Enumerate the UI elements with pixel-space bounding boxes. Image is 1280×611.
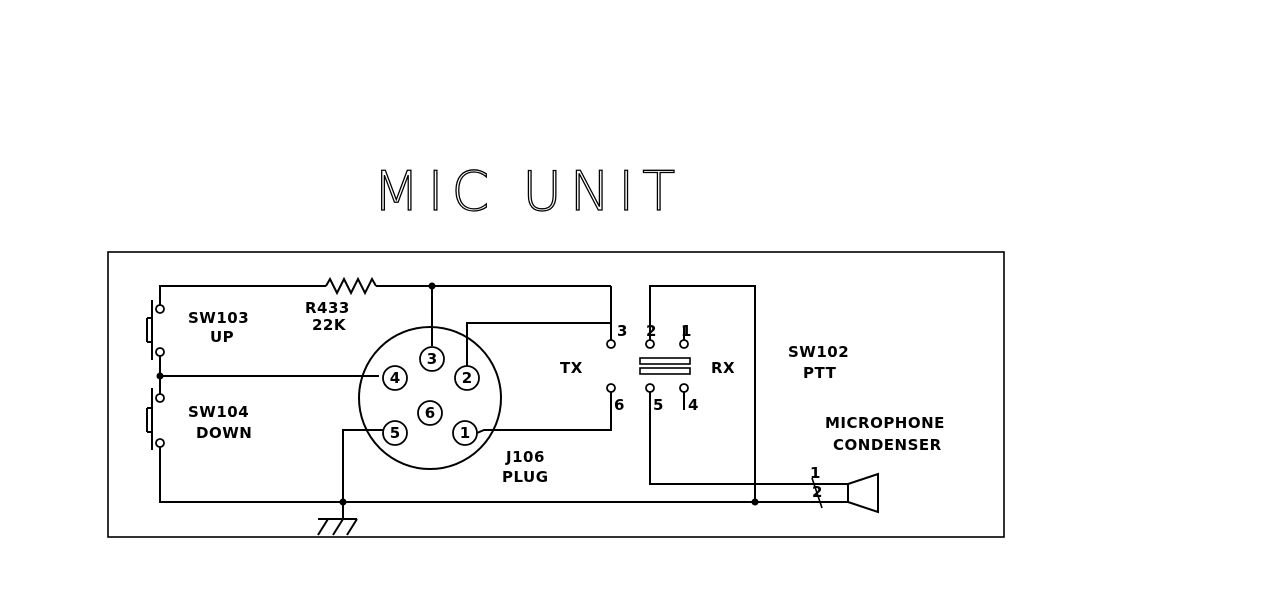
- sw103-function-label: UP: [210, 328, 234, 346]
- svg-text:2: 2: [462, 369, 472, 387]
- diagram-title: MIC UNIT: [373, 160, 683, 223]
- r433-value-label: 22K: [312, 316, 347, 334]
- mic-terminal-label-1: 1: [810, 464, 821, 482]
- connector-pin-1: 1: [452, 420, 478, 446]
- ptt-terminal-label-2: 2: [646, 322, 657, 340]
- ptt-terminal-label-3: 3: [617, 322, 628, 340]
- svg-text:5: 5: [390, 424, 400, 442]
- sw103-ref-label: SW103: [188, 309, 249, 327]
- connector-pin-3: 3: [419, 346, 445, 372]
- ptt-switch-sw102: [606, 285, 818, 502]
- ptt-terminal-6: [606, 383, 616, 393]
- svg-text:4: 4: [390, 369, 400, 387]
- svg-text:1: 1: [460, 424, 470, 442]
- connector-pin-2: 2: [454, 365, 480, 391]
- chassis-ground-icon: [317, 502, 358, 536]
- sw104-ref-label: SW104: [188, 403, 249, 421]
- wire-up-switch-to-resistor: [159, 285, 326, 305]
- sw102-ref-label: SW102: [788, 343, 849, 361]
- ptt-terminal-5: [645, 383, 655, 393]
- connector-pin-5: 5: [382, 420, 408, 446]
- wire-pin-2-to-ptt: [466, 322, 611, 366]
- wire-pin-5-to-ground: [342, 429, 383, 502]
- sw102-function-label: PTT: [803, 364, 837, 382]
- sw103-switch: [146, 300, 165, 360]
- tx-label: TX: [560, 359, 583, 377]
- connector-j106: 3 2 4 6 5 1: [358, 326, 502, 470]
- board-outline: [107, 251, 1005, 538]
- ptt-terminal-2: [645, 339, 655, 349]
- svg-text:3: 3: [427, 350, 437, 368]
- wire-pin-1-to-ptt: [476, 407, 612, 434]
- svg-text:6: 6: [425, 404, 435, 422]
- resistor-r433: [325, 276, 377, 296]
- ptt-terminal-label-5: 5: [653, 396, 664, 414]
- ptt-terminal-3: [606, 339, 616, 349]
- j106-type-label: PLUG: [502, 468, 549, 486]
- sw104-switch: [146, 388, 165, 450]
- ptt-terminal-label-6: 6: [614, 396, 625, 414]
- ptt-terminal-1: [679, 339, 689, 349]
- mic-terminal-label-2: 2: [812, 483, 823, 501]
- rx-label: RX: [711, 359, 735, 377]
- r433-ref-label: R433: [305, 299, 350, 317]
- ptt-terminal-label-1: 1: [681, 322, 692, 340]
- microphone-icon: [755, 472, 879, 514]
- ptt-terminal-label-4: 4: [688, 396, 699, 414]
- ptt-terminal-4: [679, 383, 689, 393]
- microphone-label: MICROPHONE: [825, 414, 945, 432]
- sw104-function-label: DOWN: [196, 424, 252, 442]
- connector-pin-6: 6: [417, 400, 443, 426]
- wire-ground-bus: [159, 447, 752, 503]
- j106-ref-label: J106: [505, 448, 545, 466]
- connector-pin-4: 4: [382, 365, 408, 391]
- condenser-label: CONDENSER: [833, 436, 942, 454]
